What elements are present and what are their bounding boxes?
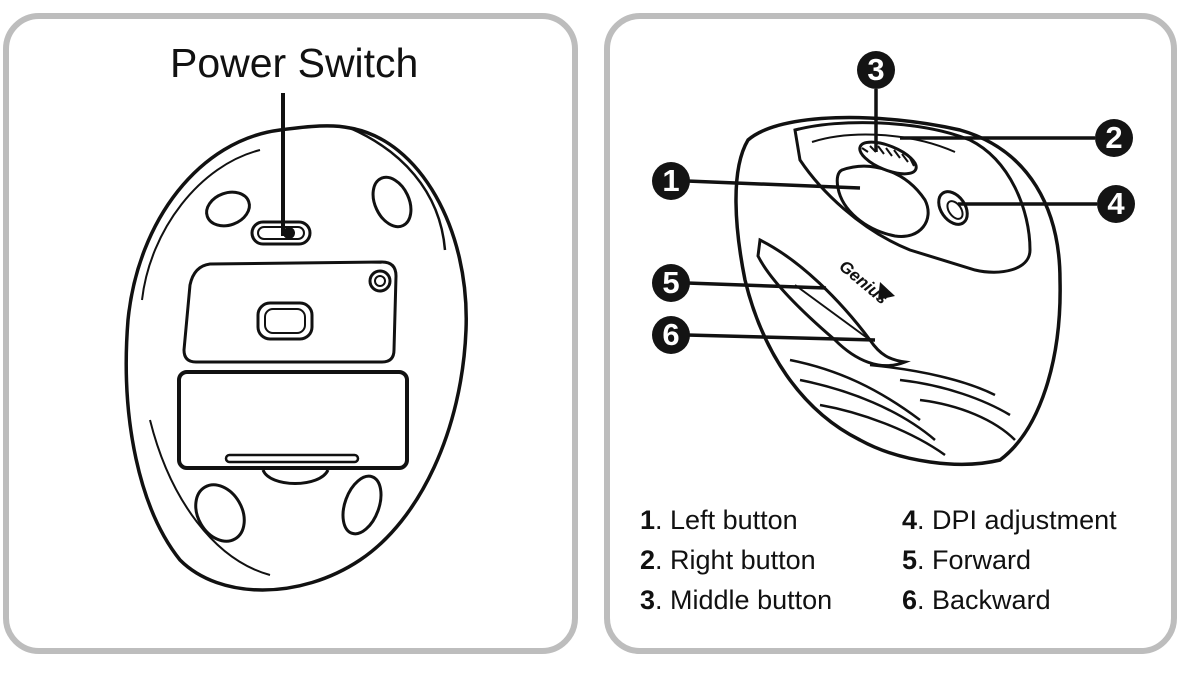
callout-6: 6 — [652, 316, 690, 354]
legend-label: . Backward — [917, 585, 1051, 615]
callout-5: 5 — [652, 264, 690, 302]
foot-pad-top-left — [205, 190, 251, 228]
legend-label: . DPI adjustment — [917, 505, 1117, 535]
legend-item-forward: 5. Forward — [902, 540, 1117, 580]
legend-item-dpi-adjustment: 4. DPI adjustment — [902, 500, 1117, 540]
foot-pad-bottom-left — [194, 483, 246, 543]
callout-1-leader — [686, 179, 861, 190]
legend-number: 6 — [902, 585, 918, 615]
legend-number: 5 — [902, 545, 918, 575]
callout-5-leader — [686, 281, 827, 290]
legend-label: . Forward — [917, 545, 1032, 575]
legend-label: . Left button — [655, 505, 798, 535]
genius-logo-mark — [878, 282, 895, 300]
side-buttons — [756, 237, 911, 367]
callout-1: 1 — [652, 162, 690, 200]
callout-4: 4 — [1097, 185, 1135, 223]
legend-number: 2 — [640, 545, 656, 575]
legend-item-right-button: 2. Right button — [640, 540, 832, 580]
legend-item-left-button: 1. Left button — [640, 500, 832, 540]
foot-pad-top-right — [371, 175, 413, 229]
legend-label: . Right button — [655, 545, 816, 575]
callout-6-leader — [686, 333, 876, 342]
legend-column-1: 1. Left button 2. Right button 3. Middle… — [640, 500, 832, 620]
mouse-top-drawing: Genius — [734, 115, 1062, 466]
legend-label: . Middle button — [655, 585, 833, 615]
legend-number: 4 — [902, 505, 918, 535]
legend-item-backward: 6. Backward — [902, 580, 1117, 620]
legend-number: 3 — [640, 585, 656, 615]
legend-number: 1 — [640, 505, 656, 535]
callout-3: 3 — [857, 51, 895, 89]
legend-column-2: 4. DPI adjustment 5. Forward 6. Backward — [902, 500, 1117, 620]
battery-cover — [177, 370, 409, 470]
mouse-top-panel — [604, 13, 1177, 654]
legend-item-middle-button: 3. Middle button — [640, 580, 832, 620]
battery-cover-slot — [224, 453, 360, 464]
power-switch-title: Power Switch — [170, 40, 419, 86]
foot-pad-bottom-right — [341, 474, 383, 536]
callout-2: 2 — [1095, 119, 1133, 157]
